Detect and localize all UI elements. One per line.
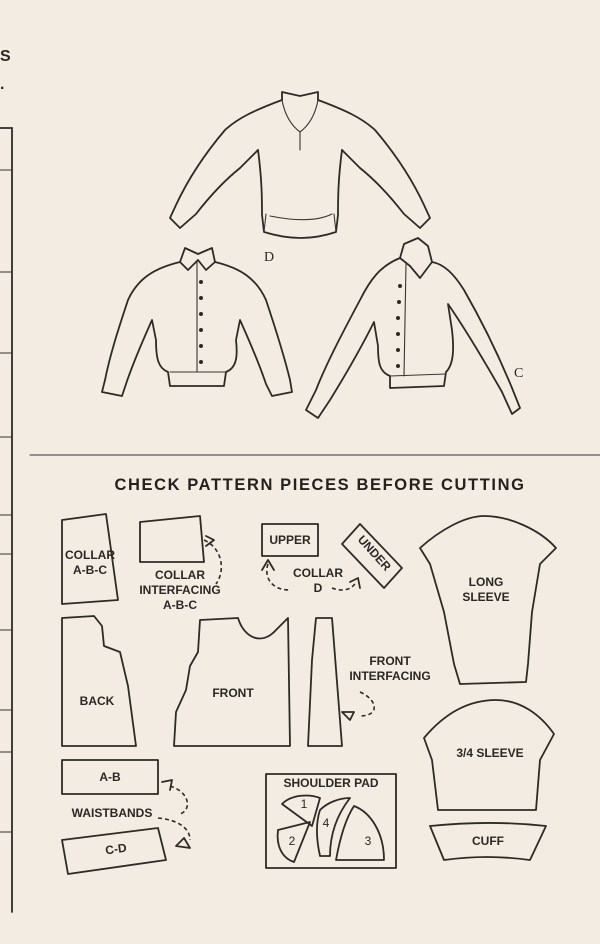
cutting-heading: CHECK PATTERN PIECES BEFORE CUTTING bbox=[114, 476, 526, 494]
pad-piece-4 bbox=[316, 797, 351, 857]
label-ab: A-B bbox=[99, 770, 121, 784]
label-front: FRONT bbox=[212, 686, 254, 700]
pad-piece-2 bbox=[276, 821, 311, 863]
view-label-c: C bbox=[514, 366, 524, 381]
label-pad-2: 2 bbox=[288, 834, 296, 848]
piece-back bbox=[61, 615, 137, 747]
label-pad-4: 4 bbox=[322, 816, 330, 830]
label-waistbands: WAISTBANDS bbox=[71, 806, 153, 820]
label-pad-3: 3 bbox=[364, 834, 372, 848]
label-front-interfacing: FRONT INTERFACING bbox=[349, 654, 431, 683]
view-label-d: D bbox=[264, 250, 275, 265]
left-ruler bbox=[0, 127, 13, 913]
shoulder-pad-panel bbox=[265, 773, 397, 869]
piece-long-sleeve bbox=[419, 515, 557, 685]
piece-waistband-cd bbox=[61, 827, 167, 875]
label-shoulder-pad: SHOULDER PAD bbox=[283, 776, 379, 790]
jacket-front-view-d bbox=[101, 247, 293, 397]
piece-three-quarter-sleeve bbox=[423, 699, 555, 811]
label-collar-d: COLLAR D bbox=[293, 566, 343, 595]
jacket-front-view-c bbox=[305, 237, 521, 419]
jacket-back-view bbox=[169, 91, 431, 239]
piece-collar-abc bbox=[61, 513, 119, 605]
pad-piece-3 bbox=[335, 805, 385, 861]
piece-collar-upper bbox=[261, 523, 319, 557]
piece-front bbox=[173, 617, 291, 747]
label-back: BACK bbox=[79, 694, 115, 708]
label-upper: UPPER bbox=[269, 533, 311, 547]
margin-letter: S bbox=[0, 48, 11, 65]
piece-collar-under bbox=[341, 523, 403, 589]
piece-collar-interfacing bbox=[139, 515, 205, 563]
margin-dot: . bbox=[0, 76, 5, 93]
label-long-sleeve: LONG SLEEVE bbox=[462, 575, 510, 604]
piece-front-interfacing bbox=[307, 617, 343, 747]
label-three-quarter-sleeve: 3/4 SLEEVE bbox=[456, 746, 524, 760]
piece-cuff bbox=[429, 822, 547, 861]
label-pad-1: 1 bbox=[300, 797, 308, 811]
label-cuff: CUFF bbox=[472, 834, 504, 848]
label-collar-interfacing: COLLAR INTERFACING A-B-C bbox=[139, 568, 221, 612]
piece-waistband-ab bbox=[61, 759, 159, 795]
pad-piece-1 bbox=[281, 794, 321, 827]
label-collar-abc: COLLAR A-B-C bbox=[65, 548, 115, 577]
